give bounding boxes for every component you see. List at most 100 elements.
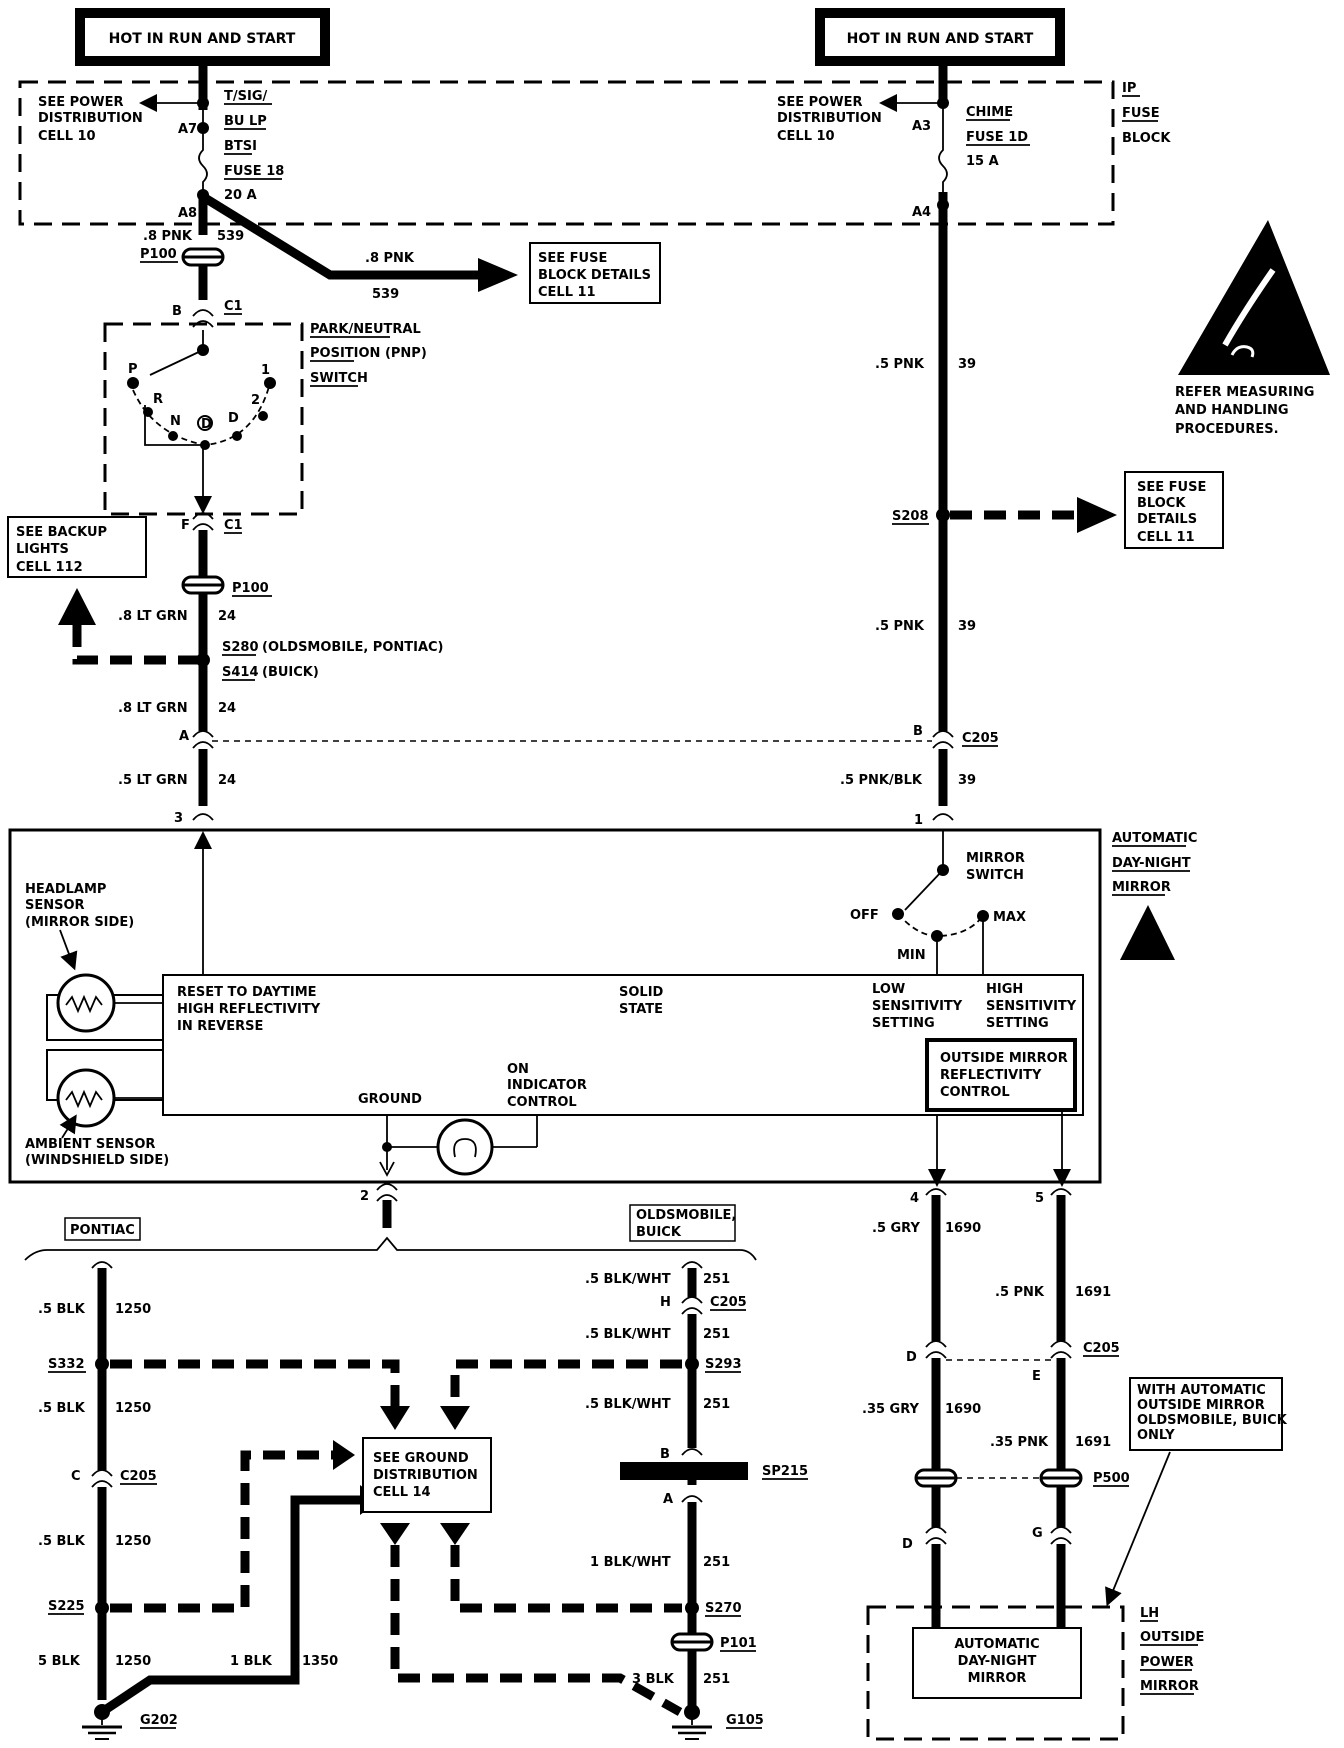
hot-label-left: HOT IN RUN AND START [109, 31, 296, 47]
svg-text:.35 PNK: .35 PNK [990, 1435, 1049, 1450]
svg-text:.5 BLK/WHT: .5 BLK/WHT [585, 1397, 671, 1412]
svg-text:OUTSIDE MIRROR: OUTSIDE MIRROR [940, 1051, 1068, 1066]
svg-text:.5 BLK: .5 BLK [38, 1401, 86, 1416]
right-fuse: SEE POWER DISTRIBUTION CELL 10 A3 A4 CHI… [777, 66, 1030, 810]
svg-text:SWITCH: SWITCH [310, 371, 368, 386]
svg-text:1350: 1350 [302, 1654, 338, 1669]
svg-text:MAX: MAX [993, 910, 1026, 925]
svg-text:S293: S293 [705, 1357, 742, 1372]
svg-text:BLOCK: BLOCK [1122, 131, 1171, 146]
svg-text:C1: C1 [224, 299, 243, 314]
svg-text:251: 251 [703, 1555, 730, 1570]
svg-text:251: 251 [703, 1272, 730, 1287]
svg-text:D: D [201, 417, 212, 432]
svg-text:SETTING: SETTING [986, 1016, 1049, 1031]
svg-text:GROUND: GROUND [358, 1092, 422, 1107]
svg-text:20 A: 20 A [224, 188, 257, 203]
svg-text:SWITCH: SWITCH [966, 868, 1024, 883]
svg-text:CELL 14: CELL 14 [373, 1485, 431, 1500]
svg-text:.5 PNK: .5 PNK [995, 1285, 1045, 1300]
svg-text:CHIME: CHIME [966, 105, 1013, 120]
svg-text:N: N [170, 414, 181, 429]
svg-text:SEE FUSE: SEE FUSE [1137, 480, 1206, 495]
svg-text:D: D [902, 1537, 913, 1552]
svg-text:5 BLK: 5 BLK [38, 1654, 81, 1669]
svg-text:(MIRROR SIDE): (MIRROR SIDE) [25, 915, 134, 930]
svg-text:39: 39 [958, 357, 976, 372]
svg-text:R: R [153, 392, 163, 407]
svg-text:S414: S414 [222, 665, 259, 680]
svg-text:H: H [660, 1295, 671, 1310]
svg-text:C205: C205 [710, 1295, 747, 1310]
svg-text:5: 5 [1035, 1191, 1044, 1206]
svg-text:AUTOMATIC: AUTOMATIC [954, 1637, 1039, 1652]
svg-text:G105: G105 [726, 1713, 764, 1728]
svg-text:1: 1 [261, 363, 270, 378]
svg-text:P100: P100 [140, 247, 177, 262]
svg-text:B: B [660, 1447, 670, 1462]
svg-text:LH: LH [1140, 1606, 1159, 1621]
svg-text:CELL 112: CELL 112 [16, 560, 83, 575]
svg-text:15 A: 15 A [966, 154, 999, 169]
left-mid-circuit: F C1 P100 SEE BACKUP LIGHTS CELL 112 .8 … [7, 512, 444, 826]
svg-text:SENSITIVITY: SENSITIVITY [872, 999, 963, 1014]
svg-text:F: F [181, 518, 190, 533]
svg-text:P101: P101 [720, 1636, 757, 1651]
svg-text:.5 PNK: .5 PNK [875, 619, 925, 634]
svg-text:.5 BLK: .5 BLK [38, 1534, 86, 1549]
svg-text:SEE POWER: SEE POWER [777, 95, 862, 110]
svg-text:B: B [172, 304, 182, 319]
svg-text:.8 LT GRN: .8 LT GRN [118, 609, 188, 624]
svg-text:LOW: LOW [872, 982, 905, 997]
svg-text:P: P [128, 362, 138, 377]
svg-text:(OLDSMOBILE, PONTIAC): (OLDSMOBILE, PONTIAC) [262, 640, 444, 655]
svg-text:HIGH REFLECTIVITY: HIGH REFLECTIVITY [177, 1002, 321, 1017]
sp215-splice-pack [620, 1462, 748, 1480]
svg-text:39: 39 [958, 619, 976, 634]
svg-text:24: 24 [218, 701, 236, 716]
esd-warning-icon: REFER MEASURING AND HANDLING PROCEDURES. [1175, 220, 1330, 437]
svg-text:WITH AUTOMATIC: WITH AUTOMATIC [1137, 1383, 1266, 1398]
svg-text:251: 251 [703, 1672, 730, 1687]
svg-text:1 BLK: 1 BLK [230, 1654, 273, 1669]
svg-text:3: 3 [174, 811, 183, 826]
right-upper-circuit: .5 PNK 39 S208 SEE FUSE BLOCK DETAILS CE… [840, 357, 1224, 828]
svg-text:HIGH: HIGH [986, 982, 1023, 997]
svg-text:2: 2 [360, 1189, 369, 1204]
svg-text:3 BLK: 3 BLK [632, 1672, 675, 1687]
svg-text:1250: 1250 [115, 1302, 151, 1317]
svg-text:MIRROR: MIRROR [968, 1671, 1027, 1686]
svg-text:1690: 1690 [945, 1402, 981, 1417]
svg-text:G: G [1032, 1526, 1043, 1541]
svg-text:S208: S208 [892, 509, 929, 524]
svg-text:4: 4 [910, 1191, 919, 1206]
svg-text:.5 BLK: .5 BLK [38, 1302, 86, 1317]
svg-text:AUTOMATIC: AUTOMATIC [1112, 831, 1197, 846]
svg-text:SP215: SP215 [762, 1464, 808, 1479]
svg-text:C1: C1 [224, 518, 243, 533]
svg-text:OUTSIDE: OUTSIDE [1140, 1630, 1204, 1645]
svg-text:BUICK: BUICK [636, 1225, 682, 1240]
svg-text:24: 24 [218, 773, 236, 788]
indicator-lamp-icon [436, 1118, 494, 1176]
svg-text:1691: 1691 [1075, 1285, 1111, 1300]
svg-text:(BUICK): (BUICK) [262, 665, 319, 680]
outside-mirror-section: 4 5 .5 GRY 1690 .5 PNK 1691 D E C205 .35… [862, 1188, 1288, 1741]
svg-text:IN REVERSE: IN REVERSE [177, 1019, 263, 1034]
svg-text:CELL 10: CELL 10 [777, 129, 835, 144]
fuse-block-label: IP FUSE BLOCK [1122, 81, 1171, 146]
svg-text:SEE FUSE: SEE FUSE [538, 251, 607, 266]
svg-text:.5 BLK/WHT: .5 BLK/WHT [585, 1327, 671, 1342]
svg-text:24: 24 [218, 609, 236, 624]
automatic-day-night-mirror: AUTOMATIC DAY-NIGHT MIRROR MIRROR SWITCH… [8, 828, 1197, 1187]
svg-text:BU LP: BU LP [224, 114, 267, 129]
svg-text:MIRROR: MIRROR [966, 851, 1025, 866]
hot-box-right: HOT IN RUN AND START [815, 8, 1065, 66]
svg-text:POWER: POWER [1140, 1655, 1194, 1670]
svg-text:DAY-NIGHT: DAY-NIGHT [958, 1654, 1037, 1669]
svg-text:1691: 1691 [1075, 1435, 1111, 1450]
svg-text:CELL 10: CELL 10 [38, 129, 96, 144]
svg-text:DISTRIBUTION: DISTRIBUTION [373, 1468, 478, 1483]
svg-text:BTSI: BTSI [224, 139, 257, 154]
